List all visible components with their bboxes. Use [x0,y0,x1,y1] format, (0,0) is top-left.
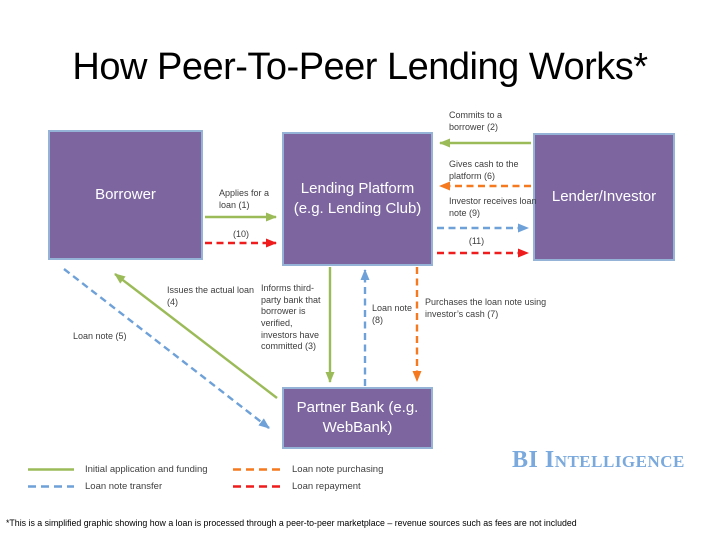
label-informs-bank-3: Informs third-party bank that borrower i… [261,283,321,352]
label-repayment-10: (10) [232,229,249,239]
legend-item-loan-note-transfer: Loan note transfer [28,480,162,492]
legend-item-initial-application: Initial application and funding [28,463,208,475]
label-investor-receives-9: Investor receives loan note (9) [449,196,537,218]
legend-swatch-solid-green-icon [28,467,74,471]
page-title: How Peer-To-Peer Lending Works* [72,46,648,88]
legend-swatch-dashed-blue-icon [28,484,74,488]
footnote: *This is a simplified graphic showing ho… [6,518,577,528]
legend-item-loan-repayment: Loan repayment [233,480,361,492]
node-lending-platform: Lending Platform (e.g. Lending Club) [282,132,433,266]
legend-label: Initial application and funding [85,463,208,475]
label-loan-note-5: Loan note (5) [73,331,127,341]
node-partner-bank: Partner Bank (e.g. WebBank) [282,387,433,449]
legend-item-loan-note-purchasing: Loan note purchasing [233,463,383,475]
bi-intelligence-logo: BI Intelligence [512,447,685,473]
node-borrower: Borrower [48,130,203,260]
node-lender-investor: Lender/Investor [533,133,675,261]
label-commits-2: Commits to a borrower (2) [449,110,503,132]
legend-swatch-dashed-red-icon [233,484,281,488]
legend-label: Loan note purchasing [292,463,384,475]
label-gives-cash-6: Gives cash to the platform (6) [449,159,519,181]
label-applies-for-loan-1: Applies for a loan (1) [219,188,270,210]
legend-swatch-dashed-orange-icon [233,467,281,471]
label-issues-loan-4: Issues the actual loan (4) [167,285,255,307]
label-loan-note-8: Loan note (8) [372,303,413,325]
legend-label: Loan repayment [292,480,361,492]
label-purchases-note-7: Purchases the loan note using investor’s… [425,297,547,319]
node-lending-platform-label: Lending Platform (e.g. Lending Club) [293,179,422,217]
node-lender-investor-label: Lender/Investor [551,187,657,205]
node-partner-bank-label: Partner Bank (e.g. WebBank) [296,398,419,436]
label-repayment-11: (11) [468,236,485,246]
legend-label: Loan note transfer [85,480,163,492]
node-borrower-label: Borrower [95,185,156,203]
